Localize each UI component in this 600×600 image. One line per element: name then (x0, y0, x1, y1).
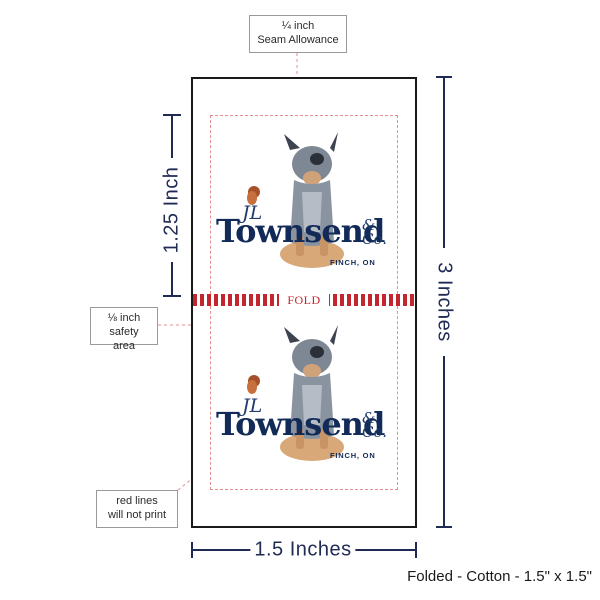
cattle-dog-illustration (247, 325, 344, 461)
red-lines-callout: red lines will not print (96, 490, 178, 528)
brand-location: FINCH, ON (330, 258, 376, 267)
dimension-height-inner: 1.25 Inch (160, 166, 183, 254)
brand-name: Townsend (216, 405, 385, 443)
cattle-dog-illustration (247, 132, 344, 268)
seam-allowance-callout: ¼ inch Seam Allowance (249, 15, 347, 53)
brand-co-text: Co. (362, 423, 388, 441)
dimension-width: 1.5 Inches (250, 538, 356, 562)
red-lines-callout-line1: red lines (116, 495, 158, 507)
brand-logo-top: JL Townsend & Co. FINCH, ON (210, 132, 398, 282)
brand-ampersand: & (362, 216, 376, 234)
seam-callout-line1: ¼ inch (281, 20, 315, 32)
brand-ampersand: & (362, 409, 376, 427)
fold-label: FOLD (279, 292, 329, 308)
safety-callout-line1: ⅛ inch (107, 312, 141, 324)
seam-callout-line2: Seam Allowance (257, 34, 339, 46)
brand-co-text: Co. (362, 230, 388, 248)
brand-script-initials: JL (242, 202, 263, 224)
brand-logo-bottom: JL Townsend & Co. FINCH, ON (210, 325, 398, 475)
brand-location: FINCH, ON (330, 451, 376, 460)
brand-co: & Co. (362, 216, 388, 248)
dimension-height-total: 3 Inches (433, 262, 456, 342)
brand-name: Townsend (216, 212, 385, 250)
red-lines-callout-line2: will not print (107, 509, 167, 521)
brand-co: & Co. (362, 409, 388, 441)
safety-callout-line2: safety area (109, 326, 139, 352)
brand-script-initials: JL (242, 395, 263, 417)
safety-area-callout: ⅛ inch safety area (90, 307, 158, 352)
product-spec-footer: Folded - Cotton - 1.5" x 1.5" (407, 568, 592, 585)
